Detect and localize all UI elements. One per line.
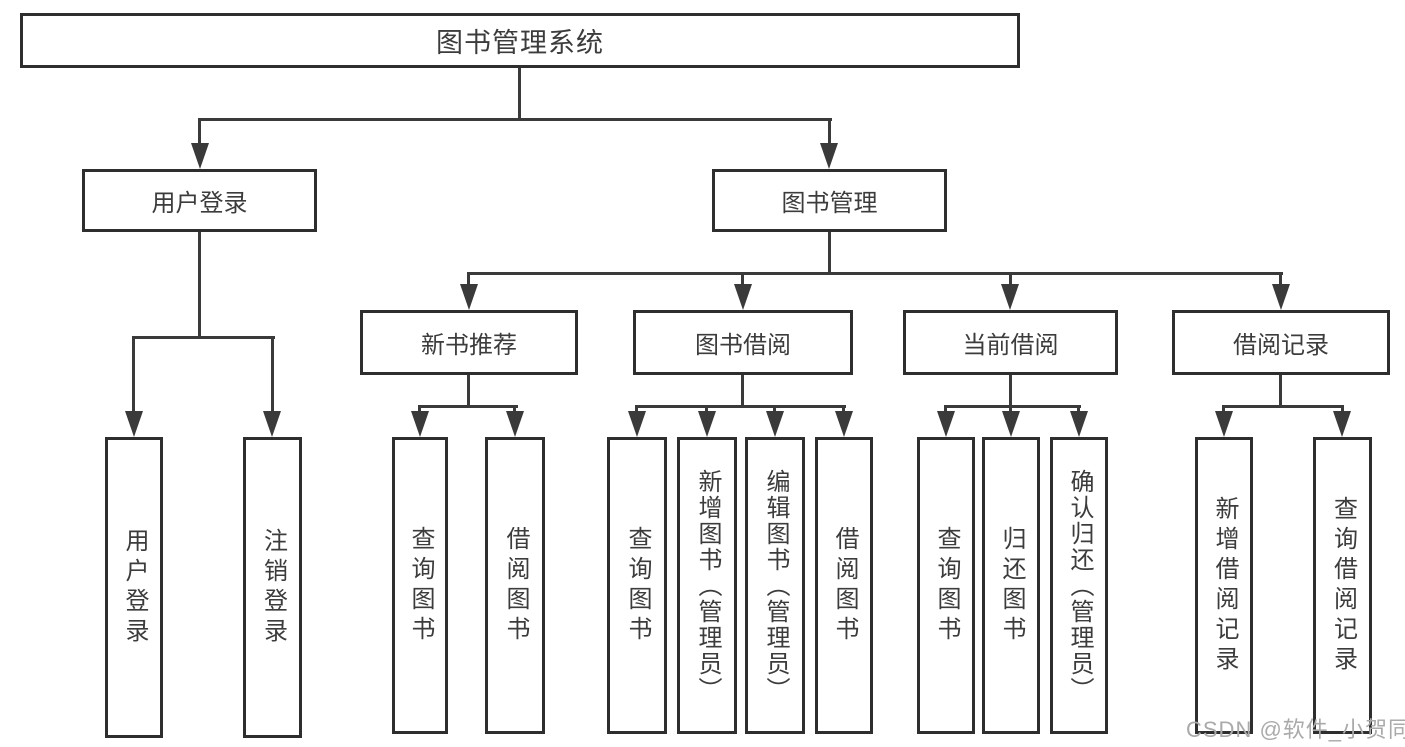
connector-line xyxy=(635,405,846,408)
arrowhead xyxy=(766,411,784,437)
arrowhead xyxy=(1002,411,1020,437)
leaf-edit-books-admin: 编辑图书（管理员） xyxy=(745,437,805,734)
leaf-query-books-current: 查询图书 xyxy=(917,437,975,734)
connector-line xyxy=(1279,272,1282,287)
leaf-logout: 注销登录 xyxy=(243,437,302,738)
node-library-management-system: 图书管理系统 xyxy=(20,13,1020,68)
connector-line xyxy=(773,405,776,415)
node-book-borrowing: 图书借阅 xyxy=(633,310,853,375)
watermark: CSDN @软件_小贺同学 xyxy=(1186,717,1405,742)
arrowhead xyxy=(1333,411,1351,437)
leaf-user-login: 用户登录 xyxy=(105,437,163,738)
arrowhead xyxy=(1215,411,1233,437)
leaf-query-borrow-record: 查询借阅记录 xyxy=(1313,437,1372,734)
node-label: 新书推荐 xyxy=(421,332,517,359)
node-label: 用户登录 xyxy=(121,527,148,648)
connector-line xyxy=(741,375,744,408)
connector-line xyxy=(418,405,518,408)
arrowhead xyxy=(937,411,955,437)
connector-line xyxy=(271,336,274,415)
connector-line xyxy=(518,68,521,121)
node-label: 编辑图书（管理员） xyxy=(762,468,789,703)
node-label: 注销登录 xyxy=(259,527,287,648)
arrowhead xyxy=(460,284,478,310)
connector-line xyxy=(705,405,708,415)
node-label: 查询借阅记录 xyxy=(1329,495,1357,676)
connector-line xyxy=(1077,405,1080,415)
leaf-add-books-admin: 新增图书（管理员） xyxy=(677,437,737,734)
connector-line xyxy=(1009,272,1012,287)
node-label: 借阅图书 xyxy=(502,525,529,646)
arrowhead xyxy=(835,411,853,437)
connector-line xyxy=(467,272,470,287)
node-user-login: 用户登录 xyxy=(82,169,317,232)
node-label: 新增借阅记录 xyxy=(1211,495,1238,676)
connector-line xyxy=(513,405,516,415)
node-current-borrowing: 当前借阅 xyxy=(903,310,1118,375)
leaf-add-borrow-record: 新增借阅记录 xyxy=(1195,437,1253,734)
connector-line xyxy=(198,118,201,146)
arrowhead xyxy=(411,411,429,437)
connector-line xyxy=(132,336,275,339)
arrowhead xyxy=(506,411,524,437)
node-label: 查询图书 xyxy=(407,525,434,646)
connector-line xyxy=(828,232,831,275)
node-label: 用户登录 xyxy=(151,190,248,217)
connector-line xyxy=(741,272,744,287)
arrowhead xyxy=(698,411,716,437)
connector-line xyxy=(842,405,845,415)
connector-line xyxy=(1222,405,1344,408)
node-label: 图书借阅 xyxy=(695,332,791,359)
leaf-query-books-borrowing: 查询图书 xyxy=(607,437,667,734)
arrowhead xyxy=(734,284,752,310)
leaf-query-books-recommend: 查询图书 xyxy=(392,437,448,734)
arrowhead xyxy=(1272,284,1290,310)
arrowhead xyxy=(1070,411,1088,437)
leaf-confirm-return-admin: 确认归还（管理员） xyxy=(1050,437,1108,734)
connector-line xyxy=(944,405,947,415)
connector-line xyxy=(467,272,1283,275)
connector-line xyxy=(418,405,421,415)
node-book-management: 图书管理 xyxy=(712,169,947,232)
connector-line xyxy=(944,405,1081,408)
node-new-book-recommendation: 新书推荐 xyxy=(360,310,578,375)
connector-line xyxy=(1009,405,1012,415)
node-label: 图书管理系统 xyxy=(436,28,604,58)
arrowhead xyxy=(263,411,281,437)
connector-line xyxy=(1341,405,1344,415)
arrowhead xyxy=(125,411,143,437)
node-label: 图书管理 xyxy=(781,190,878,217)
connector-line xyxy=(467,375,470,408)
arrowhead xyxy=(191,143,209,169)
node-label: 借阅图书 xyxy=(831,525,858,646)
node-label: 当前借阅 xyxy=(962,332,1059,359)
leaf-borrow-books-recommend: 借阅图书 xyxy=(485,437,545,734)
arrowhead xyxy=(628,411,646,437)
node-label: 查询图书 xyxy=(933,525,960,646)
node-borrowing-records: 借阅记录 xyxy=(1172,310,1390,375)
leaf-borrow-books: 借阅图书 xyxy=(815,437,873,734)
connector-line xyxy=(1222,405,1225,415)
arrowhead xyxy=(820,143,838,169)
node-label: 借阅记录 xyxy=(1233,332,1329,359)
node-label: 查询图书 xyxy=(624,525,651,646)
connector-line xyxy=(132,336,135,415)
connector-line xyxy=(828,118,831,146)
connector-line xyxy=(198,118,832,121)
connector-line xyxy=(198,232,201,339)
arrowhead xyxy=(1001,284,1019,310)
leaf-return-books: 归还图书 xyxy=(982,437,1040,734)
node-label: 归还图书 xyxy=(998,525,1025,646)
connector-line xyxy=(635,405,638,415)
node-label: 新增图书（管理员） xyxy=(694,468,721,703)
connector-line xyxy=(1009,375,1012,408)
connector-line xyxy=(1279,375,1282,408)
node-label: 确认归还（管理员） xyxy=(1066,468,1093,703)
